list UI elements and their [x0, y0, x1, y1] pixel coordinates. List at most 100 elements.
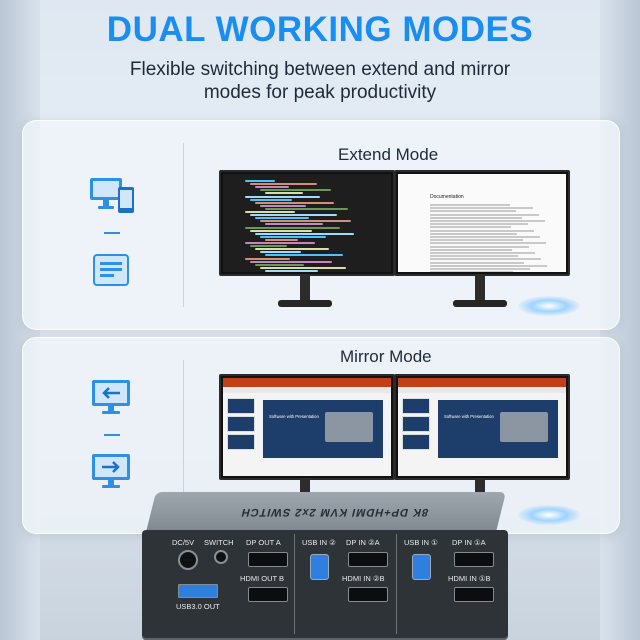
laptop-image	[325, 412, 373, 442]
doc-text-line	[430, 252, 535, 254]
code-line	[265, 254, 343, 257]
usb-in-2-label: USB IN ②	[302, 538, 336, 547]
doc-text-line	[430, 264, 547, 267]
dp-in-2a-port	[348, 552, 388, 567]
device-model-text: 8K DP+HDMI KVM 2x2 SWITCH	[239, 506, 430, 518]
usb3-out-label: USB3.0 OUT	[176, 602, 220, 611]
document-list-icon	[93, 254, 129, 286]
dp-in-2a-label: DP IN ②A	[346, 538, 380, 547]
hdmi-in-1b-label: HDMI IN ①B	[448, 574, 491, 583]
ribbon	[398, 387, 566, 393]
app-titlebar	[398, 378, 566, 387]
monitor-right-document: Documentation	[394, 170, 570, 276]
code-line	[250, 229, 312, 232]
monitor-right-presentation: Software with Presentation	[394, 374, 570, 480]
code-line	[245, 257, 290, 260]
code-line	[255, 217, 309, 220]
subtitle-line-1: Flexible switching between extend and mi…	[129, 59, 511, 80]
presentation-screen: Software with Presentation	[398, 378, 566, 476]
kvm-switch-device: 8K DP+HDMI KVM 2x2 SWITCH DC/5V SWITCH D…	[136, 492, 512, 640]
code-line	[260, 220, 351, 223]
code-line	[265, 238, 298, 241]
doc-text-line	[430, 210, 516, 213]
code-line	[255, 186, 289, 189]
doc-text-line	[430, 216, 522, 219]
doc-text-line	[430, 220, 545, 222]
slide-title: Software with Presentation	[269, 414, 319, 419]
dc-label: DC/5V	[172, 538, 195, 547]
code-line	[255, 232, 354, 235]
doc-text-line	[430, 232, 517, 235]
icon-separator	[104, 232, 120, 234]
code-line	[250, 183, 317, 186]
doc-text-line	[430, 207, 533, 210]
doc-text-line	[430, 258, 541, 261]
code-line	[255, 248, 329, 251]
doc-text-line	[430, 255, 518, 258]
monitor-base	[453, 300, 507, 307]
panel-divider	[183, 143, 184, 307]
switch-jack	[214, 550, 228, 564]
hdmi-out-b-port	[248, 587, 288, 602]
subtitle-line-2: modes for peak productivity	[203, 82, 437, 103]
slide-thumbnail	[402, 398, 430, 414]
code-line	[260, 251, 301, 254]
code-line	[260, 189, 331, 192]
slide-thumbnail	[227, 434, 255, 450]
slide-thumbnail	[402, 434, 430, 450]
doc-text-line	[430, 226, 511, 229]
doc-text-line	[430, 204, 510, 206]
code-line	[265, 192, 303, 195]
doc-text-line	[430, 268, 530, 270]
ribbon	[223, 387, 391, 393]
code-line	[265, 223, 323, 226]
switch-label: SWITCH	[204, 538, 234, 547]
light-glow	[518, 296, 580, 316]
headline: DUAL WORKING MODES	[106, 10, 534, 49]
monitor-left-presentation: Software with Presentation	[219, 374, 395, 480]
usb-in-1-label: USB IN ①	[404, 538, 438, 547]
code-line	[265, 207, 348, 210]
doc-text-line	[430, 242, 546, 245]
code-line	[245, 211, 295, 213]
doc-text-line	[430, 229, 534, 232]
code-line	[250, 245, 287, 248]
monitor-stand	[475, 274, 485, 302]
monitor-arrow-left-icon	[92, 380, 130, 414]
doc-text-line	[430, 271, 513, 272]
slide-canvas: Software with Presentation	[438, 400, 558, 458]
code-line	[265, 269, 318, 272]
slide-thumbnail	[227, 398, 255, 414]
dp-in-1a-label: DP IN ①A	[452, 538, 486, 547]
extend-mode-label: Extend Mode	[338, 145, 439, 164]
panel-divider	[183, 360, 184, 511]
app-titlebar	[223, 378, 391, 387]
code-line	[250, 260, 332, 263]
code-line	[250, 214, 337, 217]
doc-text-line	[430, 239, 523, 242]
usb-in-1-port	[412, 554, 431, 580]
code-line	[260, 204, 306, 207]
light-glow	[518, 505, 580, 525]
panel-separator	[294, 534, 295, 634]
code-line	[250, 198, 292, 201]
code-editor-screen	[223, 174, 391, 272]
laptop-image	[500, 412, 548, 442]
monitor-left-code	[219, 170, 395, 276]
code-line	[260, 235, 326, 238]
monitor-arrow-right-icon	[92, 454, 130, 488]
presentation-screen: Software with Presentation	[223, 378, 391, 476]
slide-thumbnail	[227, 416, 255, 432]
slide-thumbnail	[402, 416, 430, 432]
monitor-base	[278, 300, 332, 307]
hdmi-in-1b-port	[454, 587, 494, 602]
doc-text-line	[430, 248, 512, 251]
dp-out-a-port	[248, 552, 288, 567]
mirror-mode-label: Mirror Mode	[340, 347, 432, 366]
code-line	[245, 195, 320, 198]
code-line	[255, 201, 334, 204]
code-line	[245, 242, 315, 244]
doc-text-line	[430, 245, 529, 248]
dp-out-a-label: DP OUT A	[246, 538, 281, 547]
desktop-and-phone-icon	[90, 178, 134, 213]
